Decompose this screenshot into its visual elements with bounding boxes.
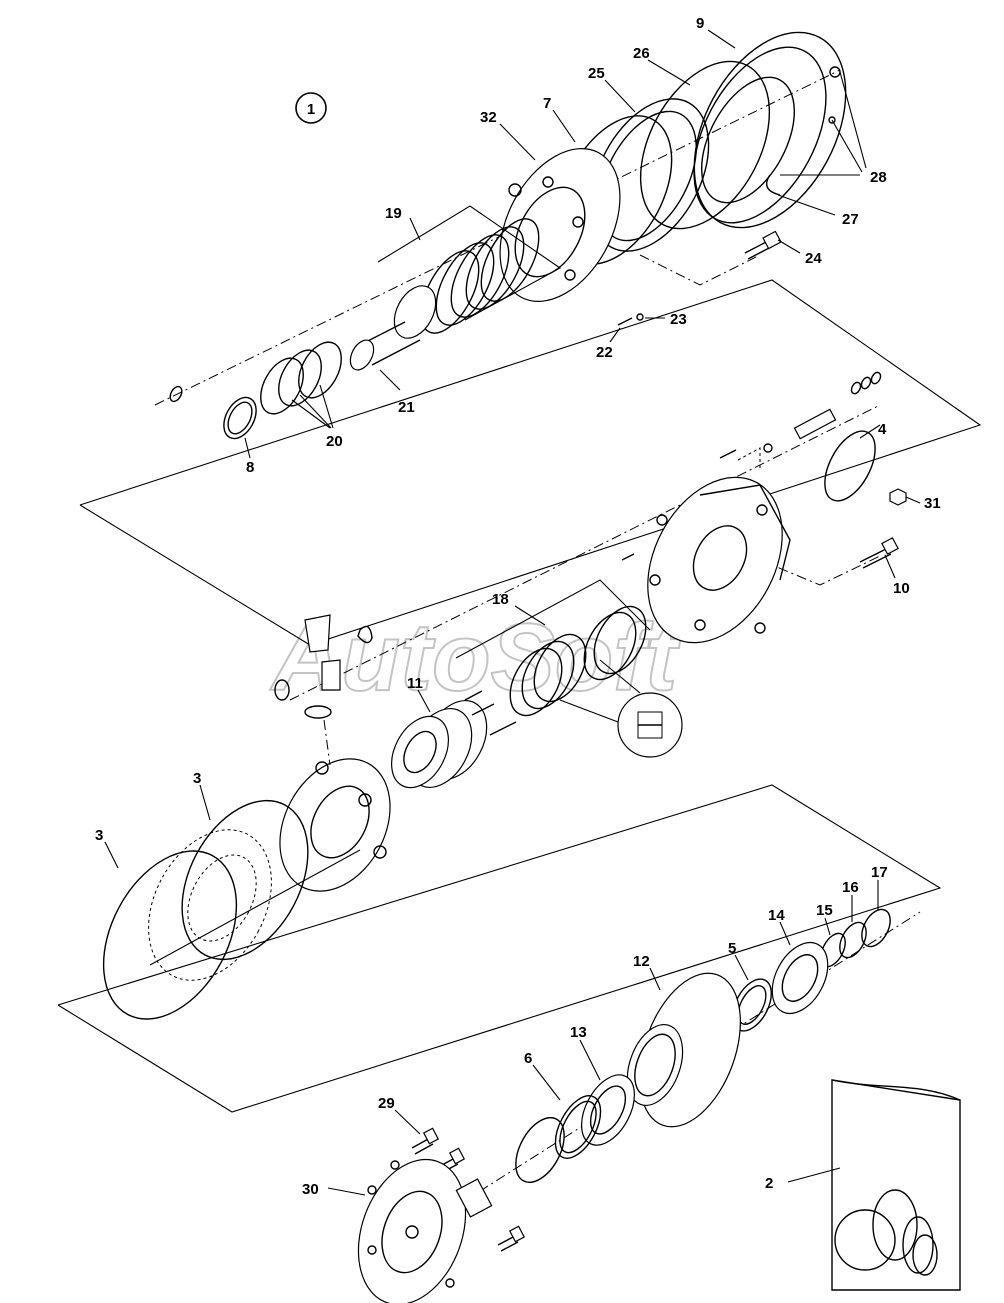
callout-7: 7 — [543, 95, 551, 112]
lower-group-frame — [57, 784, 942, 1113]
part-2-seal-kit — [831, 1079, 961, 1291]
part-19-bracket — [377, 205, 562, 321]
part-24-bolt — [744, 230, 782, 260]
callout-11: 11 — [407, 675, 423, 692]
lower-assembly — [57, 784, 961, 1303]
part-28-screws — [828, 66, 841, 124]
part-3-oring-a — [181, 799, 309, 961]
callout-25: 25 — [588, 65, 605, 82]
part-17-ring — [861, 908, 891, 948]
callout-3-top: 3 — [193, 770, 201, 787]
middle-assembly — [102, 371, 907, 1020]
part-29-bolts — [411, 1127, 526, 1252]
part-12-hub — [626, 972, 741, 1128]
callout-2: 2 — [765, 1175, 773, 1192]
part-27-ring — [766, 174, 781, 196]
main-housing — [647, 476, 791, 644]
part-20-rings — [260, 341, 342, 415]
callout-30: 30 — [302, 1181, 319, 1198]
callout-28: 28 — [870, 169, 887, 186]
part-8-washer — [223, 396, 257, 440]
callout-29: 29 — [378, 1095, 395, 1112]
part-25-seal — [590, 98, 710, 252]
part-3-oring-b — [102, 850, 238, 1020]
part-32-housing — [499, 147, 621, 303]
detail-inset — [559, 659, 683, 758]
small-plug — [621, 553, 635, 561]
cam-housing — [279, 758, 391, 892]
check-valve-parts — [274, 614, 373, 766]
part-18-bracket — [455, 579, 651, 659]
callout-9: 9 — [696, 15, 704, 32]
bolt-24-path — [639, 254, 761, 286]
part-11-rotor — [391, 700, 488, 789]
part-19-disc-pack — [420, 218, 540, 334]
valve-parts — [719, 371, 882, 470]
part-16-ring — [839, 921, 867, 959]
part-31-nut — [889, 488, 907, 506]
callout-22: 22 — [596, 344, 613, 361]
callout-labels: 9 26 25 7 32 28 27 19 24 23 22 21 20 8 4… — [95, 15, 941, 1198]
callout-32: 32 — [480, 109, 497, 126]
callout-14: 14 — [768, 907, 785, 924]
callout-31: 31 — [924, 495, 941, 512]
callout-24: 24 — [805, 250, 822, 267]
callout-8: 8 — [246, 459, 254, 476]
callout-16: 16 — [842, 879, 859, 896]
callout-3-left: 3 — [95, 827, 103, 844]
stator-dotted — [148, 829, 272, 981]
upper-assembly — [79, 31, 982, 646]
part-18-springs — [509, 605, 647, 717]
part-22-23-pin — [617, 313, 644, 326]
lower-washer — [515, 1117, 565, 1183]
callout-27: 27 — [842, 211, 859, 228]
callout-12: 12 — [633, 953, 650, 970]
callout-6: 6 — [524, 1050, 532, 1067]
part-6-seal — [554, 1095, 602, 1159]
rotor-pins — [464, 690, 517, 736]
callout-21: 21 — [398, 399, 415, 416]
small-oring-left — [169, 385, 183, 403]
lower-axis-line-left — [149, 849, 361, 966]
callout-18: 18 — [492, 591, 509, 608]
callout-19: 19 — [385, 205, 402, 222]
leader-lines — [104, 29, 921, 1196]
callout-13: 13 — [570, 1024, 587, 1041]
callout-20: 20 — [326, 433, 343, 450]
callout-17: 17 — [871, 864, 888, 881]
part-21-shaft — [349, 285, 437, 371]
callout-15: 15 — [816, 902, 833, 919]
part-26-plate — [639, 60, 771, 230]
part-14-bearing — [771, 942, 829, 1014]
view-number-marker: 1 — [295, 92, 327, 124]
callout-10: 10 — [893, 580, 910, 597]
part-9-cover — [693, 31, 847, 229]
callout-26: 26 — [633, 45, 650, 62]
callout-23: 23 — [670, 311, 687, 328]
view-number: 1 — [307, 101, 315, 118]
callout-5: 5 — [728, 940, 736, 957]
middle-axis-line — [289, 404, 881, 701]
callout-4: 4 — [878, 421, 887, 438]
part-30-flange — [357, 1158, 493, 1303]
part-10-bolt — [859, 537, 899, 569]
part-4-oring — [824, 430, 876, 502]
upper-group-frame — [79, 279, 982, 646]
bolt-10-path — [759, 555, 881, 586]
